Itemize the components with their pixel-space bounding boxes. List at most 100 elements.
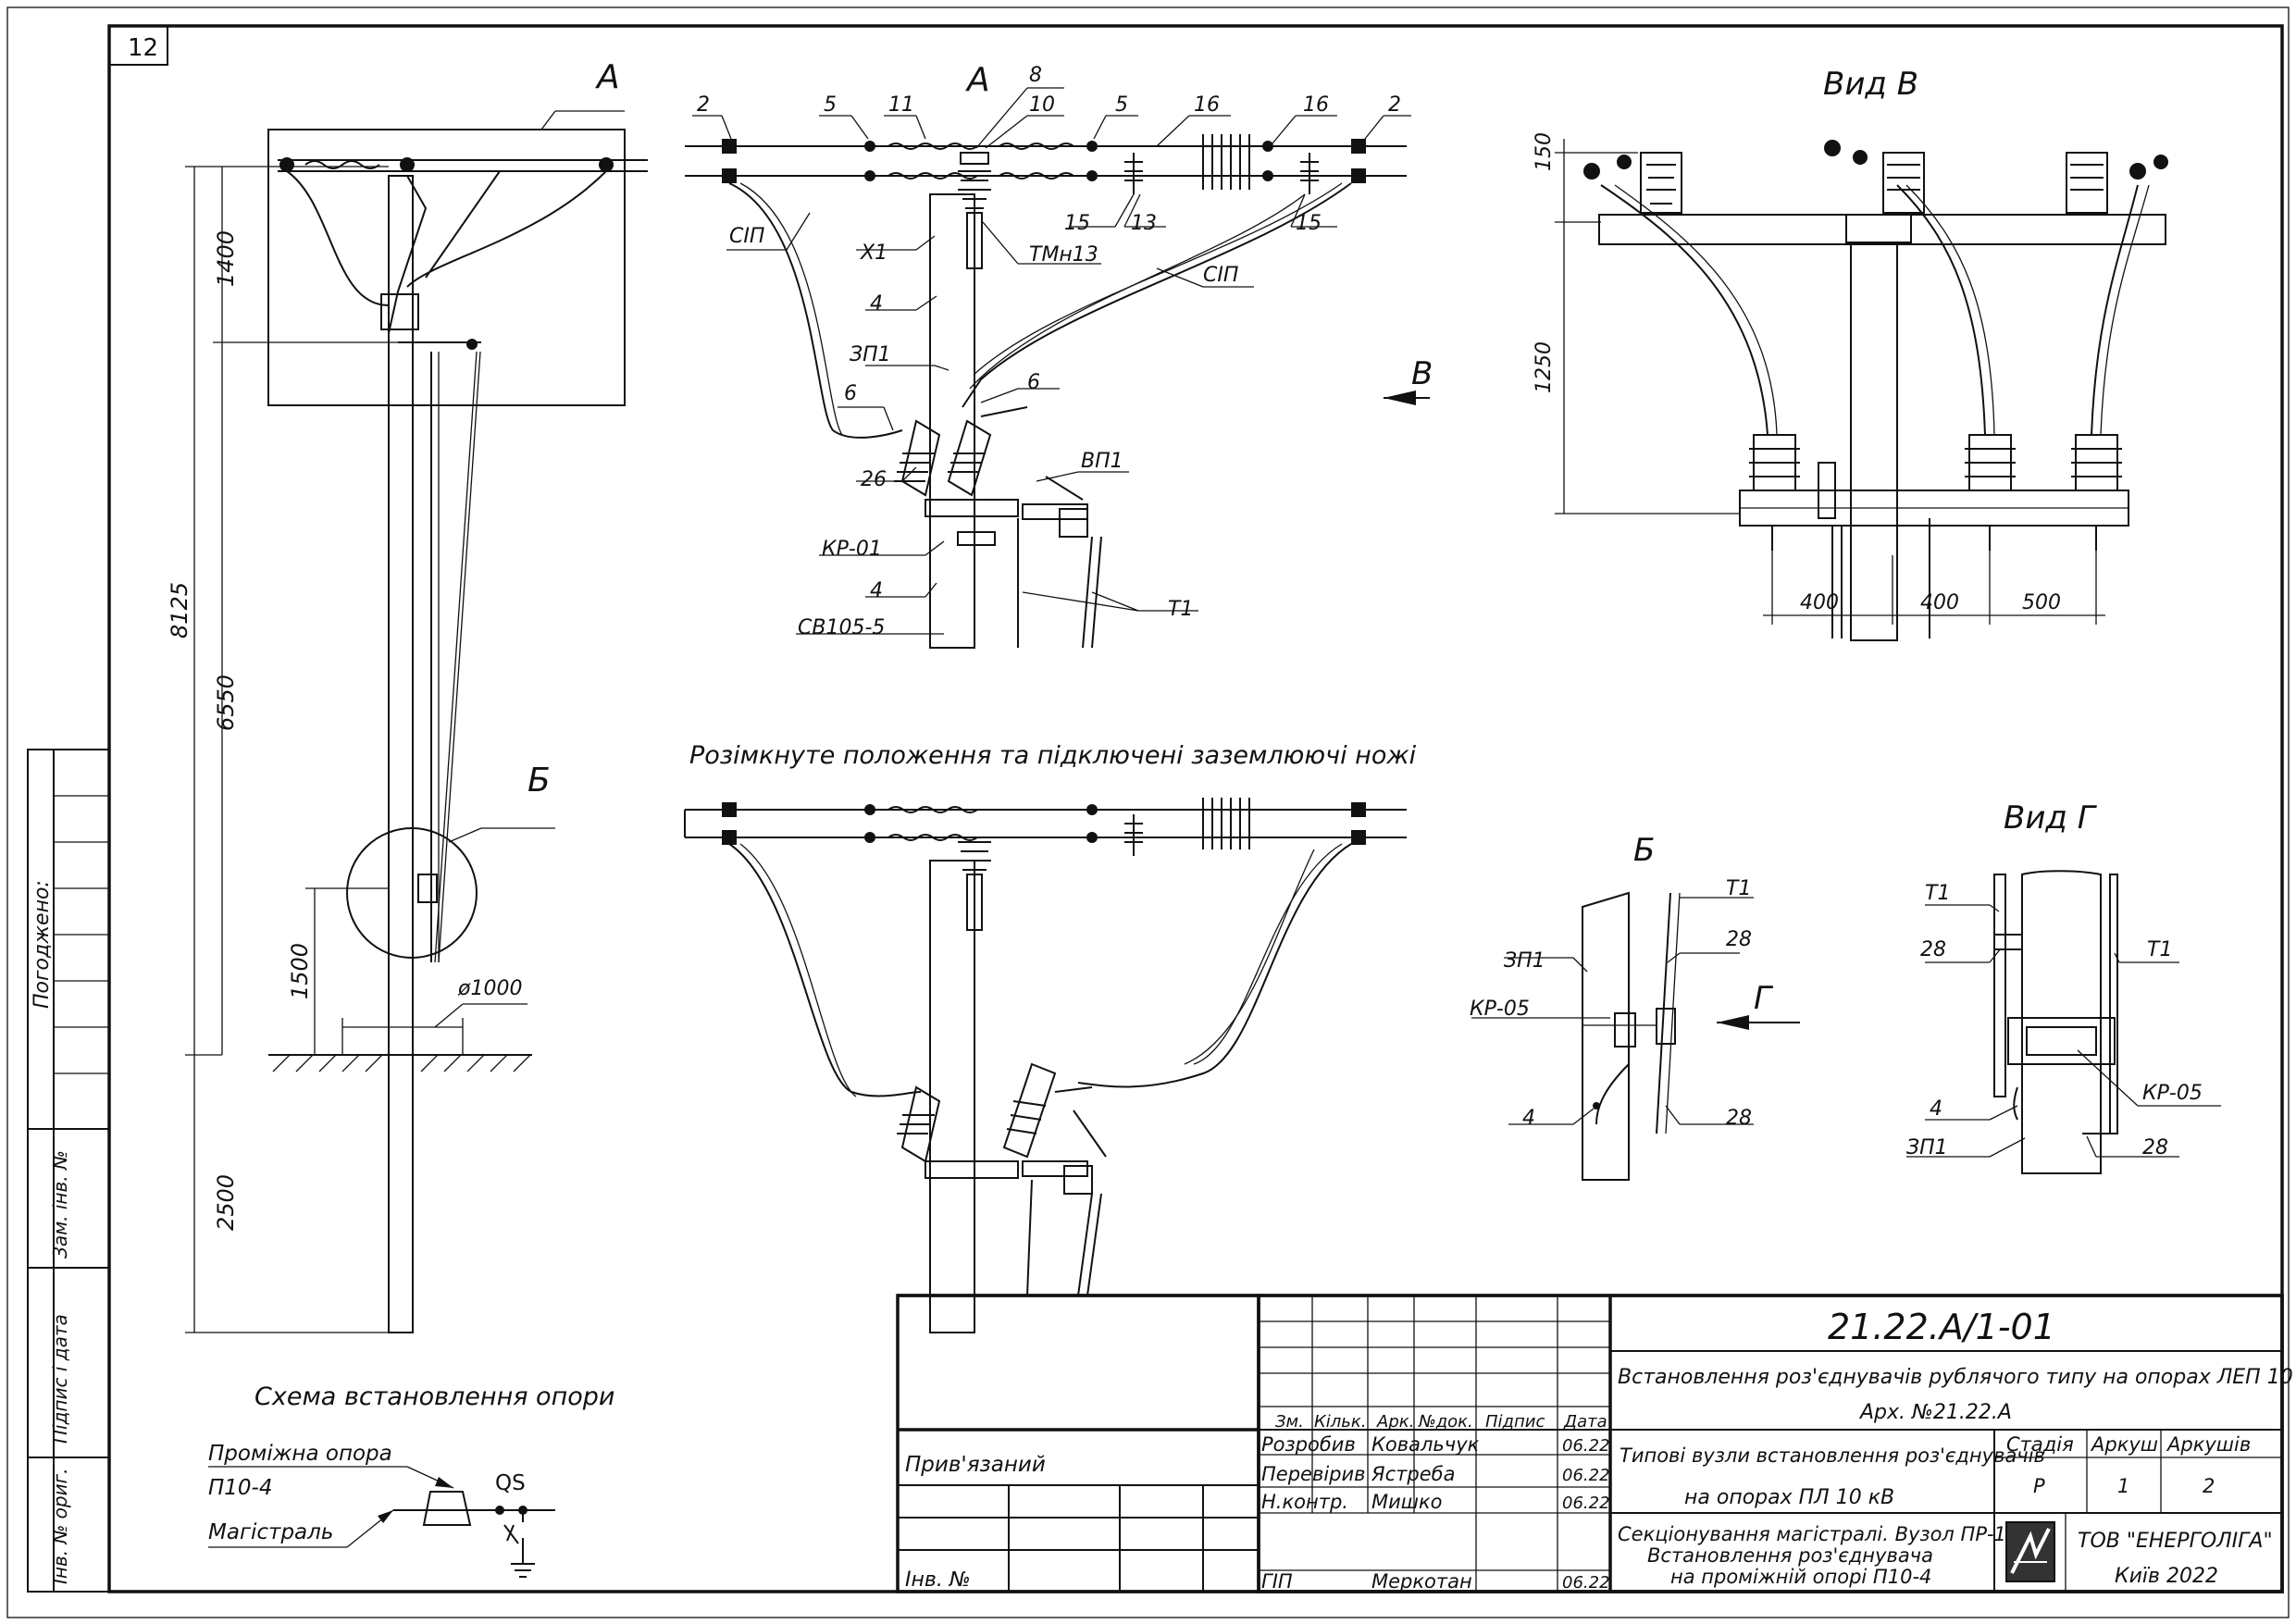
tb-stage: Р [2033,1475,2045,1497]
callout-g-t1l: Т1 [1925,882,1950,905]
callout-a-x1: Х1 [860,242,887,265]
tb-date-ncontrol: 06.22 [1562,1494,1610,1513]
callout-a-t1: Т1 [1168,598,1193,621]
callout-a-zp1: ЗП1 [850,343,891,366]
tb-name-checker: Ястреба [1371,1463,1455,1485]
callout-a-15l: 15 [1064,212,1090,235]
callout-b-28bot: 28 [1726,1107,1752,1130]
callout-b-4: 4 [1522,1107,1535,1130]
dim-2500: 2500 [213,1174,239,1231]
tb-date-gip: 06.22 [1562,1573,1610,1593]
tb-city-year: Київ 2022 [2115,1565,2218,1588]
tb-sheets: 2 [2203,1475,2215,1497]
detail-a: А [685,61,1433,649]
view-b-dim-400a: 400 [1800,591,1839,614]
callout-a-6r: 6 [1027,371,1040,394]
dim-1500: 1500 [287,943,313,999]
open-position-title: Розімкнуте положення та підключені зазем… [689,741,1417,770]
view-g-title: Вид Г [2004,800,2098,837]
callout-a-13: 13 [1131,212,1157,235]
tb-sheets-label: Аркушів [2166,1433,2251,1456]
view-g: Вид Г Т1 28 Т1 КР-05 4 ЗП1 28 [1906,800,2221,1174]
scheme-main-label: Магістраль [208,1520,333,1544]
tb-h-date: Дата [1563,1412,1607,1432]
label-a: А [595,58,620,96]
view-b-dim-1250: 1250 [1533,341,1556,393]
tb-sheet: 1 [2117,1475,2129,1497]
view-b-dim-500: 500 [2022,591,2061,614]
stamp-agreed: Погоджено: [31,880,54,1009]
view-arrow-b: В [1411,355,1433,392]
callout-a-4top: 4 [870,292,883,316]
pole-elevation: А Б [167,58,648,1333]
tb-name-ncontrol: Мишко [1371,1491,1443,1513]
callout-a-sip-r: СІП [1203,264,1238,287]
scheme-title: Схема встановлення опори [254,1382,614,1411]
tb-role-gip: ГІП [1261,1570,1293,1593]
open-position-view: Розімкнуте положення та підключені зазем… [684,741,1417,1333]
tb-name-gip: Меркотан [1371,1570,1472,1593]
tb-h-sign: Підпис [1485,1412,1545,1432]
tb-sheet-title-3: на проміжній опорі П10-4 [1670,1566,1931,1588]
callout-a-5: 5 [824,93,837,117]
dim-8125: 8125 [167,582,192,638]
callout-a-sv1055: СВ105-5 [798,616,885,639]
dim-diameter: ø1000 [457,977,522,1000]
label-b: Б [527,762,551,800]
callout-a-15r: 15 [1296,212,1322,235]
callout-a-8: 8 [1029,64,1042,87]
callout-b-kr05: КР-05 [1470,998,1530,1021]
view-b-dim-400b: 400 [1920,591,1959,614]
title-block: Прив'язаний Інв. № Зм. Кільк. Арк. № [896,1294,2296,1593]
callout-a-2r: 2 [1388,93,1401,117]
detail-b: Б Т1 28 ЗП1 КР-05 4 28 Г [1470,832,1800,1181]
scheme-pole-type: П10-4 [208,1476,273,1500]
detail-b-circle [346,827,478,959]
view-b-dim-150: 150 [1533,132,1556,171]
callout-b-t1: Т1 [1726,877,1751,900]
tb-section-title-2: на опорах ПЛ 10 кВ [1684,1486,1894,1509]
detail-a-title: А [965,61,990,99]
callout-a-4bot: 4 [870,579,883,602]
callout-a-vp1: ВП1 [1081,450,1123,473]
view-arrow-g: Г [1754,980,1774,1017]
callout-g-28top: 28 [1920,938,1946,961]
tb-bound: Прив'язаний [905,1453,1046,1477]
stamp-replace-inv: Зам. інв. № [49,1150,71,1258]
dim-6550: 6550 [213,675,239,731]
tb-role-ncontrol: Н.контр. [1261,1491,1348,1513]
detail-a-frame [267,129,626,406]
tb-role-developer: Розробив [1261,1433,1356,1456]
tb-h-doc: №док. [1418,1412,1473,1432]
side-stamp: Погоджено: Зам. інв. № Підпис і дата Інв… [27,749,110,1593]
tb-role-checker: Перевірив [1261,1463,1366,1485]
tb-archive: Арх. №21.22.А [1858,1401,2012,1424]
tb-name-developer: Ковальчук [1371,1433,1480,1456]
stamp-inv-orig: Інв. № ориг. [49,1469,71,1584]
callout-a-kr01: КР-01 [822,538,882,561]
view-b-title: Вид В [1823,66,1918,103]
tb-project-title: Встановлення роз'єднувачів рублячого тип… [1618,1366,2296,1389]
tb-date-checker: 06.22 [1562,1466,1610,1485]
tb-date-developer: 06.22 [1562,1436,1610,1456]
callout-a-6l: 6 [844,382,857,405]
sheet-number: 12 [128,34,158,62]
tb-h-sheet: Арк. [1376,1412,1414,1432]
tb-h-zm: Зм. [1275,1412,1304,1432]
callout-a-10: 10 [1029,93,1055,117]
callout-a-sip-l: СІП [729,225,764,248]
view-b: Вид В [1533,66,2168,641]
tb-inv-no: Інв. № [905,1568,971,1592]
callout-a-2l: 2 [697,93,710,117]
callout-b-zp1: ЗП1 [1504,949,1545,973]
dim-1400: 1400 [213,230,239,287]
callout-g-4: 4 [1930,1097,1942,1121]
tb-h-qty: Кільк. [1314,1412,1367,1432]
scheme-switch-label: QS [495,1471,526,1495]
tb-sheet-title-1: Секціонування магістралі. Вузол ПР-1. [1618,1523,2013,1545]
callout-a-26: 26 [861,468,887,491]
scheme-pole-label: Проміжна опора [208,1442,392,1466]
callout-b-28top: 28 [1726,928,1752,951]
installation-scheme: Схема встановлення опори Проміжна опора … [208,1382,614,1578]
